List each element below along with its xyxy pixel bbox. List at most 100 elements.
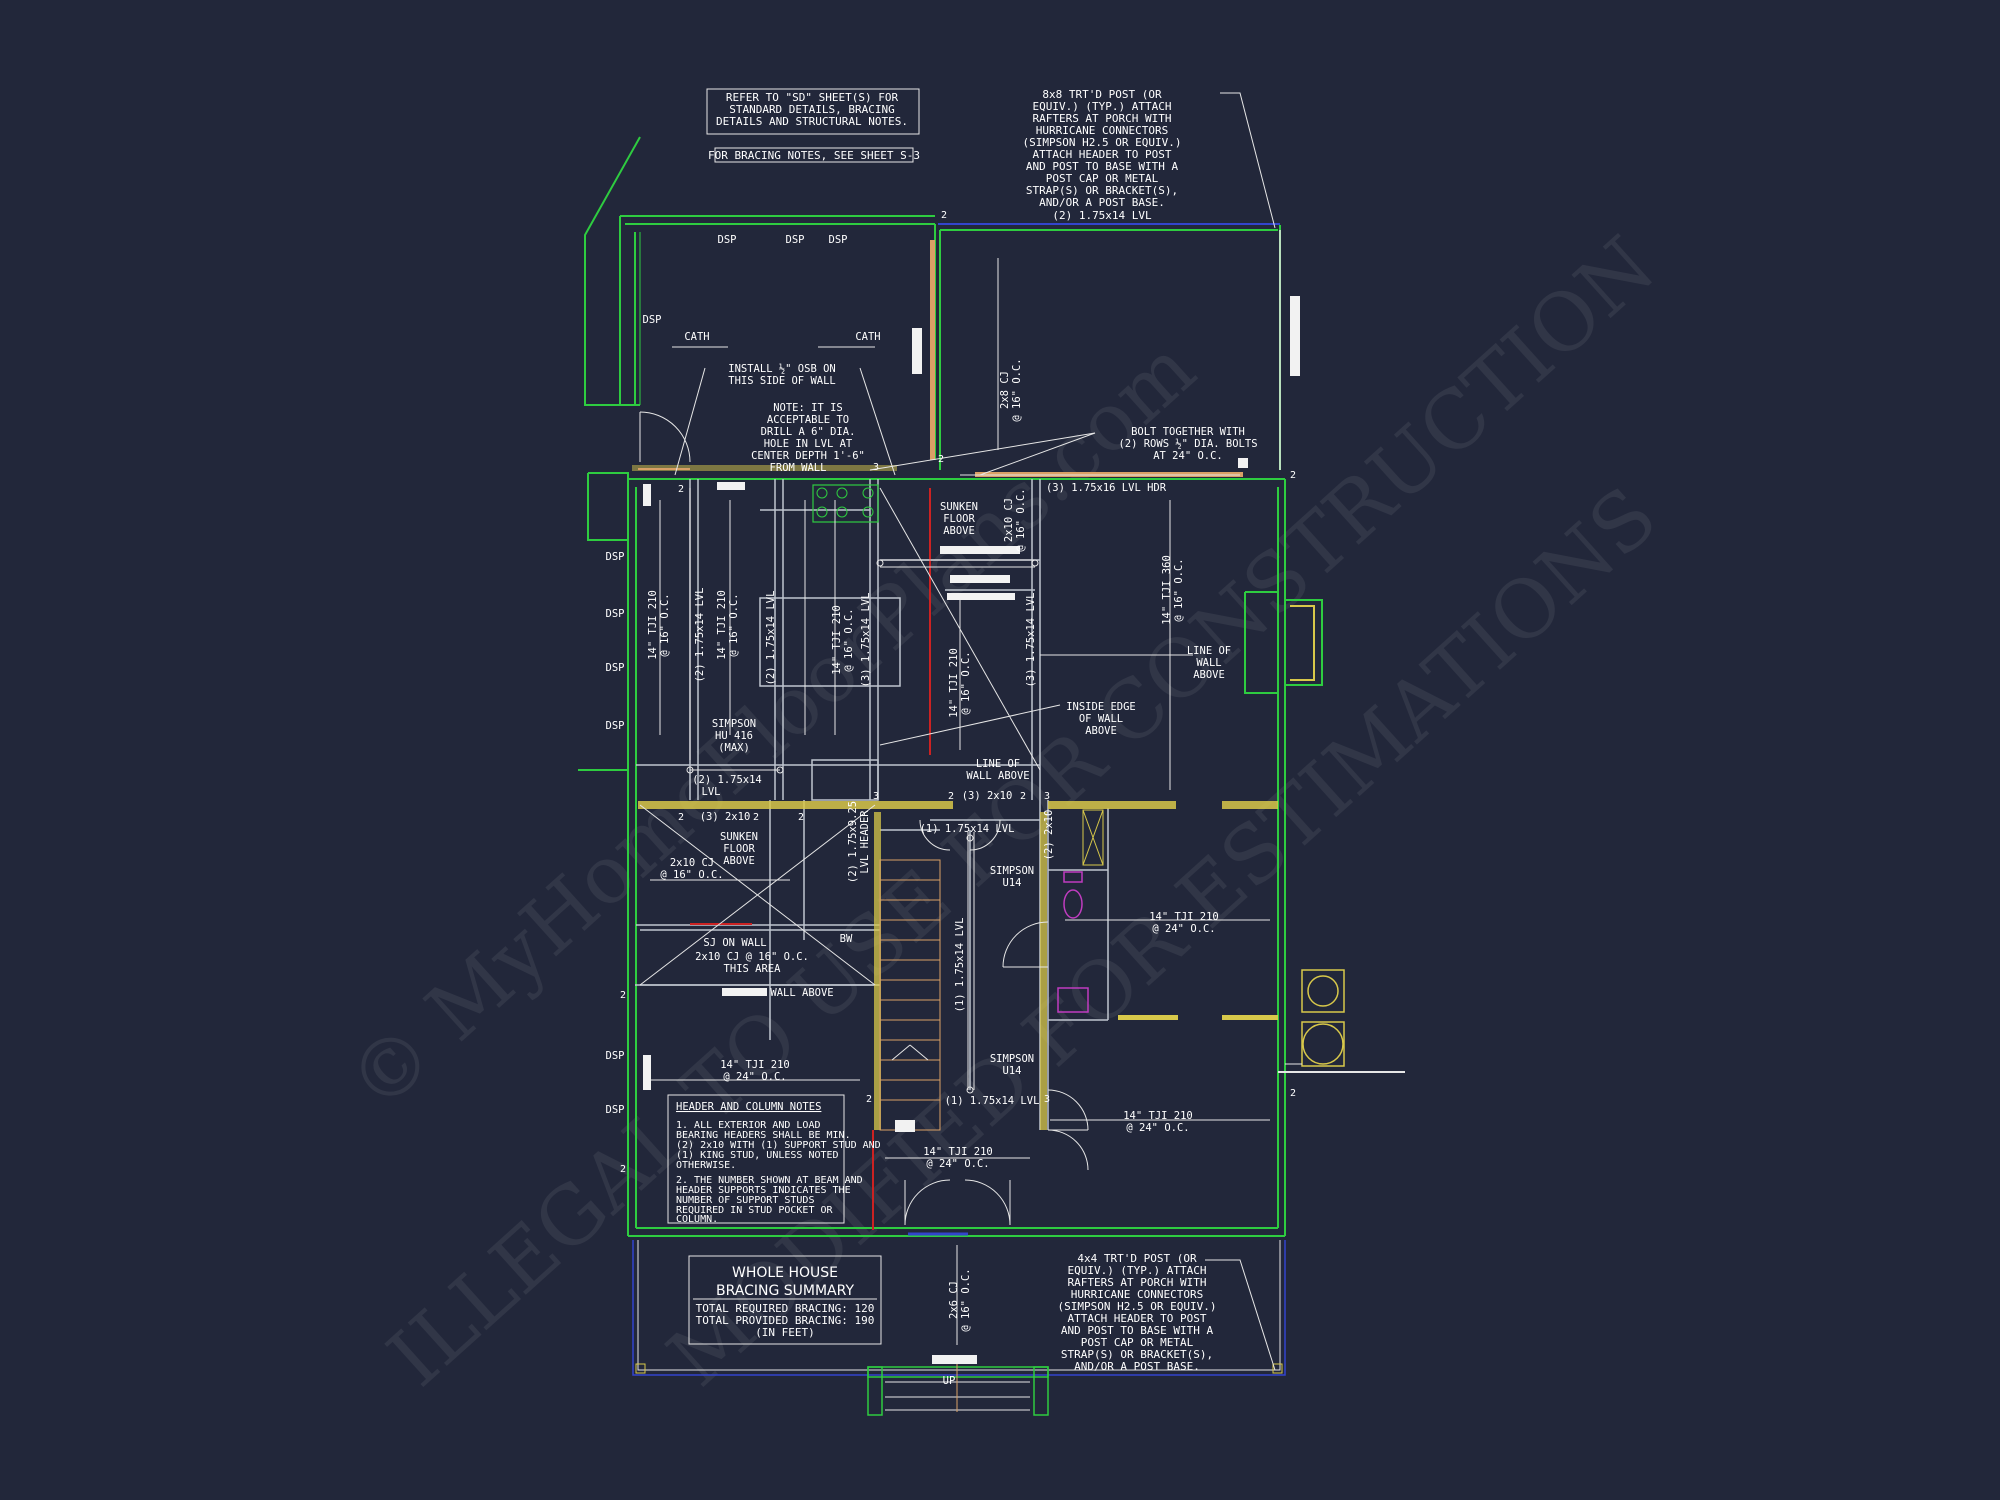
cath-labels: CATH CATH bbox=[684, 331, 880, 343]
drill-line: NOTE: IT IS bbox=[773, 402, 843, 414]
lvl-short-label: (2) 1.75x14 bbox=[692, 774, 762, 786]
lvl-short-label: LVL bbox=[702, 786, 721, 798]
tji210-label: @ 16" O.C. bbox=[728, 593, 740, 656]
sd-note-line: REFER TO "SD" SHEET(S) FOR bbox=[726, 91, 899, 104]
post-8x8-line: EQUIV.) (TYP.) ATTACH bbox=[1032, 100, 1171, 113]
horizontal-labels: (3) 1.75x16 LVL HDR SUNKEN FLOOR ABOVE L… bbox=[660, 482, 1231, 1387]
post-8x8-line: STRAP(S) OR BRACKET(S), bbox=[1026, 184, 1178, 197]
dsp-label: DSP bbox=[606, 608, 625, 620]
simpson-u14-label: SIMPSON bbox=[990, 865, 1034, 877]
dsp-label: DSP bbox=[786, 234, 805, 246]
tji210-label: 14" TJI 210 bbox=[948, 648, 960, 718]
lvl-header-label: LVL HEADER bbox=[859, 810, 871, 874]
bracing-summary-box bbox=[688, 1255, 882, 1345]
cj-2x10-label: 2x10 CJ bbox=[670, 857, 714, 869]
wall-above-label: WALL ABOVE bbox=[770, 987, 833, 999]
tji210-label: @ 16" O.C. bbox=[960, 651, 972, 714]
lvl-vert-label: (1) 1.75x14 LVL bbox=[954, 918, 966, 1013]
sunken-label: SUNKEN bbox=[720, 831, 758, 843]
lvl-label: (2) 1.75x14 LVL bbox=[694, 588, 706, 683]
accent-lines bbox=[638, 223, 1281, 1236]
dsp-label: DSP bbox=[606, 662, 625, 674]
sd-note-line: DETAILS AND STRUCTURAL NOTES. bbox=[716, 115, 908, 128]
bracing-unit: (IN FEET) bbox=[755, 1326, 815, 1339]
lvl-header-label: (2) 1.75x9.25 bbox=[847, 801, 859, 883]
stud-count: 2 bbox=[620, 990, 626, 1001]
tji210-label: @ 24" O.C. bbox=[1126, 1122, 1189, 1134]
header-notes-line: BEARING HEADERS SHALL BE MIN. bbox=[676, 1130, 851, 1141]
stud-count: 2 bbox=[678, 484, 684, 495]
osb-note: INSTALL ½" OSB ON THIS SIDE OF WALL bbox=[728, 363, 835, 387]
stud-count: 2 bbox=[948, 791, 954, 802]
post-4x4-line: RAFTERS AT PORCH WITH bbox=[1067, 1276, 1206, 1289]
tji210-label: 14" TJI 210 bbox=[647, 590, 659, 660]
post-8x8-line: AND/OR A POST BASE. bbox=[1039, 196, 1165, 209]
stud-count: 2 bbox=[1290, 470, 1296, 481]
dsp-label: DSP bbox=[606, 1104, 625, 1116]
bolt-line: AT 24" O.C. bbox=[1153, 450, 1223, 462]
sunken-label: FLOOR bbox=[943, 513, 975, 525]
lvl-label: (1) 1.75x14 LVL bbox=[945, 1095, 1040, 1107]
post-4x4-line: STRAP(S) OR BRACKET(S), bbox=[1061, 1348, 1213, 1361]
post-8x8-line: (SIMPSON H2.5 OR EQUIV.) bbox=[1023, 136, 1182, 149]
stud-count: 3 bbox=[873, 462, 879, 473]
header-notes-box bbox=[667, 1094, 845, 1224]
header-notes-line: 2. THE NUMBER SHOWN AT BEAM AND bbox=[676, 1175, 863, 1186]
stud-count: 2 bbox=[1290, 1088, 1296, 1099]
cj-2x6-label: @ 16" O.C. bbox=[960, 1268, 972, 1331]
header-column-notes: HEADER AND COLUMN NOTES 1. ALL EXTERIOR … bbox=[667, 1094, 881, 1225]
inside-edge-label: OF WALL bbox=[1079, 713, 1123, 725]
porch bbox=[632, 1240, 1286, 1416]
dsp-label: DSP bbox=[606, 551, 625, 563]
stud-count: 2 bbox=[678, 812, 684, 823]
post-8x8-line: POST CAP OR METAL bbox=[1046, 172, 1159, 185]
line-wall2-label: WALL ABOVE bbox=[966, 770, 1029, 782]
lvl-label: (1) 1.75x14 LVL bbox=[920, 823, 1015, 835]
bracing-summary-title: WHOLE HOUSE bbox=[732, 1265, 838, 1281]
header-notes-line: NUMBER OF SUPPORT STUDS bbox=[676, 1195, 814, 1206]
bolt-line: BOLT TOGETHER WITH bbox=[1131, 426, 1245, 438]
stud-count: 2 bbox=[866, 1094, 872, 1105]
hdr-3-2x10-label: (3) 2x10 bbox=[700, 811, 751, 823]
cj-2x8-label: 2x8 CJ bbox=[999, 371, 1011, 409]
tji210-label: 14" TJI 210 bbox=[1149, 911, 1219, 923]
doors bbox=[639, 411, 1089, 1226]
tji210-label: @ 16" O.C. bbox=[843, 608, 855, 671]
drill-line: HOLE IN LVL AT bbox=[764, 438, 853, 450]
post-4x4-line: 4x4 TRT'D POST (OR bbox=[1077, 1252, 1197, 1265]
sj-label: SJ ON WALL bbox=[703, 937, 766, 949]
post-4x4-line: ATTACH HEADER TO POST bbox=[1067, 1312, 1206, 1325]
dsp-label: DSP bbox=[606, 720, 625, 732]
lvl-top-label: (2) 1.75x14 LVL bbox=[1052, 209, 1152, 222]
cj-2x6-label: 2x6 CJ bbox=[948, 1281, 960, 1319]
sd-note-line: STANDARD DETAILS, BRACING bbox=[729, 103, 895, 116]
post-8x8-line: AND POST TO BASE WITH A bbox=[1026, 160, 1179, 173]
hdr-3-2x10-label: (3) 2x10 bbox=[962, 790, 1013, 802]
bracing-note: FOR BRACING NOTES, SEE SHEET S-3 bbox=[708, 149, 920, 162]
tji210-label: @ 24" O.C. bbox=[723, 1071, 786, 1083]
leader-lines bbox=[674, 92, 1276, 1371]
osb-line: INSTALL ½" OSB ON bbox=[728, 363, 835, 375]
line-wall2-label: LINE OF bbox=[976, 758, 1020, 770]
simpson-hu-label: SIMPSON bbox=[712, 718, 756, 730]
simpson-hu-label: HU 416 bbox=[715, 730, 753, 742]
tji210-label: @ 24" O.C. bbox=[1152, 923, 1215, 935]
bracing-summary: WHOLE HOUSE BRACING SUMMARY TOTAL REQUIR… bbox=[688, 1255, 882, 1345]
drill-line: FROM WALL bbox=[770, 462, 827, 474]
tji210-label: 14" TJI 210 bbox=[831, 605, 843, 675]
header-notes-line: REQUIRED IN STUD POCKET OR bbox=[676, 1205, 834, 1216]
inside-edge-label: ABOVE bbox=[1085, 725, 1117, 737]
post-8x8-line: RAFTERS AT PORCH WITH bbox=[1032, 112, 1171, 125]
line-wall-label: ABOVE bbox=[1193, 669, 1225, 681]
post-4x4-line: AND/OR A POST BASE. bbox=[1074, 1360, 1200, 1373]
bracing-summary-title: BRACING SUMMARY bbox=[716, 1283, 854, 1299]
hdr-2x10-label: (2) 2x10 bbox=[1043, 810, 1055, 861]
sunken-label: SUNKEN bbox=[940, 501, 978, 513]
sunken-label: ABOVE bbox=[943, 525, 975, 537]
lvl-hdr-label: (3) 1.75x16 LVL HDR bbox=[1046, 482, 1167, 494]
stud-count: 2 bbox=[1020, 791, 1026, 802]
stud-count: 2 bbox=[941, 210, 947, 221]
span-arrows bbox=[650, 258, 1270, 1345]
stud-marks bbox=[643, 296, 1300, 1364]
dsp-label: DSP bbox=[829, 234, 848, 246]
